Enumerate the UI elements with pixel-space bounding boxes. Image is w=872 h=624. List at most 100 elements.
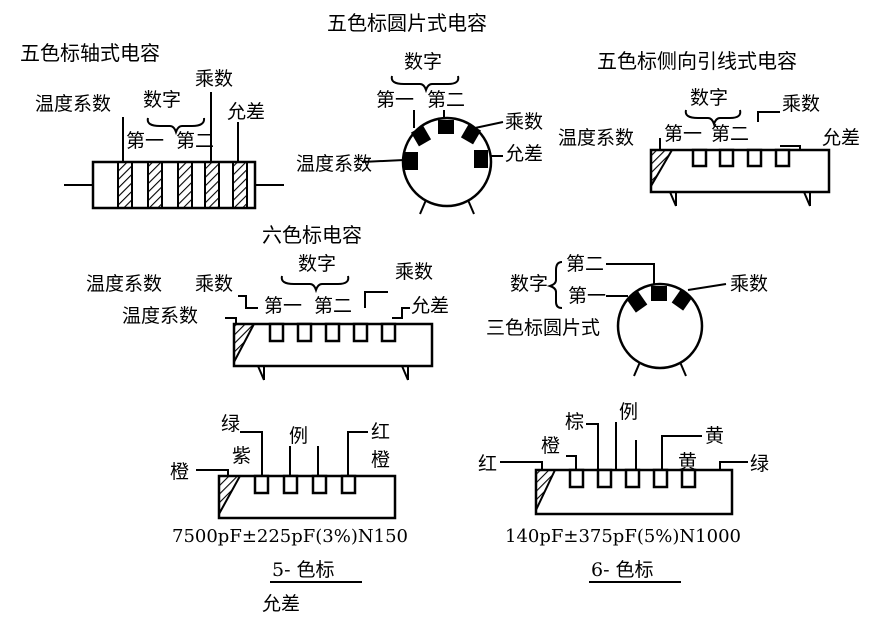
axial5-tol-label: 允差 [227,101,265,123]
axial5-band-5 [232,161,248,209]
side5-body [649,148,831,194]
ex6-value: 140pF±375pF(5%)N1000 [505,526,741,547]
ex6-red-label: 红 [478,453,497,475]
axial5-temp-label: 温度系数 [35,93,111,115]
disc3-second-leader [606,263,655,286]
ex6-red-leader [500,461,543,470]
side5-mult-leader [757,111,780,122]
side-lead-5band-figure: 五色标侧向引线式电容 数字 乘数 温度系数 第一 第二 允差 [558,49,860,207]
six-band-1 [268,322,285,343]
axial5-title: 五色标轴式电容 [20,41,160,65]
ex6-band-temp [535,469,557,511]
side5-band-2 [718,148,735,168]
ex5-band-3 [311,474,328,495]
ex6-caption: 6- 色标 [591,559,654,581]
axial5-digits-brace [146,117,206,136]
side5-title: 五色标侧向引线式电容 [597,49,797,73]
side5-digits-label: 数字 [690,87,728,109]
six-band-temp [233,323,256,363]
six-band-3 [324,322,341,343]
axial5-first-label: 第一 [126,130,164,152]
disc5-tol-label: 允差 [505,143,543,165]
six-band-figure: 六色标电容 数字 温度系数 乘数 乘数 第一 第二 允差 温度系数 [86,223,449,381]
disc5-temp-leader [361,159,405,163]
disc3-digits-brace [546,261,563,309]
disc5-band-mult [460,123,482,145]
ex6-yellow-top-leader [661,435,702,470]
six-mult-leader [364,291,388,308]
ex5-band-4 [340,474,357,495]
disc3-second-label: 第二 [566,253,604,275]
side5-first-label: 第一 [664,123,702,145]
ex6-band-3 [624,468,641,489]
six-band-2 [296,322,313,343]
ex6-band-5 [680,468,697,489]
ex5-caption: 5- 色标 [272,559,335,581]
ex5-band-1 [253,474,270,495]
axial5-mult-label: 乘数 [195,68,233,90]
six-second-label: 第二 [314,295,352,317]
ex5-red-label: 红 [371,421,390,443]
six-first-label: 第一 [264,295,302,317]
side5-tol-label: 允差 [822,127,860,149]
side5-lead-left [669,191,677,207]
example-5band-figure: 绿 例 红 紫 橙 橙 7500pF±225pF(3%)N150 5- 色标 允… [170,413,408,615]
ex5-header: 例 [289,425,308,447]
ex5-value: 7500pF±225pF(3%)N150 [172,526,408,547]
disc5-band-temp [404,152,418,170]
six-title: 六色标电容 [262,223,362,247]
disc5-first-label: 第一 [376,89,414,111]
six-temp-upper-label: 温度系数 [86,273,162,295]
axial-5band-figure: 五色标轴式电容 温度系数 数字 乘数 允差 第一 第二 [20,41,284,210]
side5-band-4 [774,148,791,168]
six-temp-lower-leader [225,317,237,324]
ex6-band-1 [568,468,585,489]
disc5-lead-right [467,199,475,215]
side5-temp-label: 温度系数 [558,127,634,149]
ex5-band-2 [282,474,299,495]
ex6-band-2 [596,468,613,489]
side5-band-3 [746,148,763,168]
ex6-brown-leader [586,423,599,470]
axial5-digits-label: 数字 [143,89,181,111]
axial5-band-1 [117,161,133,209]
disc3-first-label: 第一 [568,285,606,307]
ex5-purple-label: 紫 [232,445,251,467]
disc3-digits-label: 数字 [510,273,548,295]
side5-mult-label: 乘数 [782,93,820,115]
disc3-band-mult [671,289,693,311]
disc5-title: 五色标圆片式电容 [327,11,487,35]
six-lead-right [401,365,409,381]
ex5-green-label: 绿 [221,413,240,435]
disc3-title: 三色标圆片式 [486,317,600,339]
disc3-mult-label: 乘数 [730,273,768,295]
ex6-green-label: 绿 [750,453,769,475]
ex6-green-leader [719,461,748,470]
disc5-mult-label: 乘数 [505,111,543,133]
disc3-band-second [651,286,667,301]
ex6-header: 例 [619,401,638,423]
disc3-lead-left [633,361,641,377]
six-tol-label: 允差 [411,295,449,317]
disc5-second-label: 第二 [427,89,465,111]
disc3-lead-right [679,361,687,377]
axial5-second-label: 第二 [176,130,214,152]
six-mult-upper-label: 乘数 [195,273,233,295]
side5-digits-brace [684,109,742,128]
disc5-mult-leader [474,121,504,129]
ex6-yellow-label: 黄 [678,451,697,473]
ex6-orange-leader [566,455,577,470]
side5-tol-leader [780,145,801,150]
six-mult-label: 乘数 [395,261,433,283]
ex5-tol-label: 允差 [262,593,300,615]
disc5-temp-label: 温度系数 [296,153,372,175]
ex5-orange-left-label: 橙 [170,461,189,483]
axial5-band-3 [177,161,193,209]
ex5-body [217,474,397,520]
side5-band-temp [650,149,674,190]
ex6-band-4 [652,468,669,489]
six-digits-brace [280,275,350,294]
disc5-digits-label: 数字 [404,51,442,73]
six-lead-left [257,365,265,381]
